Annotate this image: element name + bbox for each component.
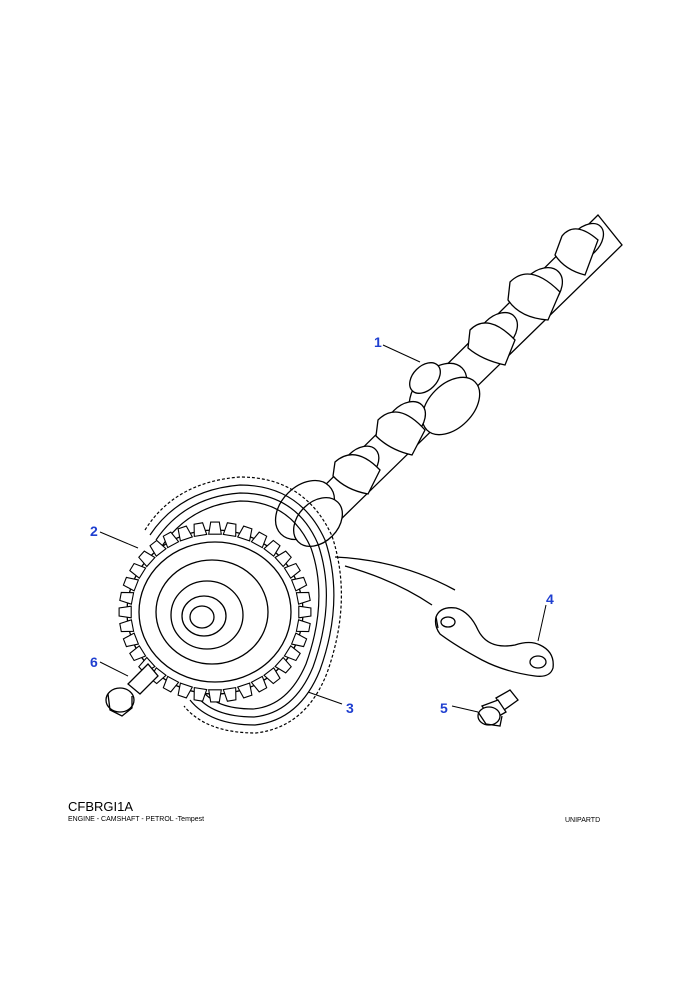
callouts: 1 2 3 4 5 6 <box>90 334 554 716</box>
sprocket-tooth <box>274 656 292 674</box>
leader-line-6 <box>99 661 129 677</box>
sprocket-tooth <box>129 562 147 580</box>
sprocket-tooth <box>236 682 253 699</box>
callout-6[interactable]: 6 <box>90 654 98 670</box>
sprocket-tooth <box>138 550 156 568</box>
sprocket-tooth <box>119 591 135 605</box>
callout-4[interactable]: 4 <box>546 591 554 607</box>
sprocket-tooth <box>263 666 281 685</box>
callout-2[interactable]: 2 <box>90 523 98 539</box>
sprocket-tooth <box>283 562 301 580</box>
leader-line-2 <box>99 531 139 549</box>
camshaft-bracket <box>434 607 554 677</box>
sprocket-tooth <box>177 682 194 699</box>
camshaft-sprocket <box>118 521 312 703</box>
bolt-5 <box>477 689 519 727</box>
sprocket-tooth <box>295 619 311 633</box>
sprocket-tooth <box>263 539 281 558</box>
leader-line-4 <box>537 604 547 642</box>
sprocket-tooth <box>222 686 237 702</box>
sprocket-tooth <box>222 522 237 538</box>
timing-chain <box>144 476 342 734</box>
leader-line-5 <box>451 705 479 713</box>
callout-3[interactable]: 3 <box>346 700 354 716</box>
sprocket-tooth <box>193 686 208 702</box>
sprocket-tooth <box>283 644 301 662</box>
sprocket-tooth <box>162 531 180 549</box>
diagram-code: CFBRGI1A <box>68 799 134 814</box>
sprocket-tooth <box>162 675 180 693</box>
sprocket-tooth <box>298 605 312 619</box>
sprocket-tooth <box>193 522 208 538</box>
sprocket-tooth <box>118 605 132 619</box>
sprocket-tooth <box>295 591 311 605</box>
sprocket-tooth <box>122 632 140 648</box>
bolt-6 <box>105 663 159 717</box>
leader-line-1 <box>382 344 421 363</box>
sprocket-tooth <box>250 531 268 549</box>
sprocket-tooth <box>290 632 308 648</box>
sprocket-tooth <box>250 675 268 693</box>
sprocket-tooth <box>274 550 292 568</box>
sprocket-tooth <box>177 525 194 542</box>
sprocket-tooth <box>290 576 308 592</box>
sprocket-tooth <box>149 539 167 558</box>
sprocket-tooth <box>208 521 222 535</box>
assembly-indicator-lines <box>334 556 456 606</box>
diagram-source: UNIPARTD <box>565 817 601 824</box>
leader-lines <box>99 344 547 713</box>
sprocket-tooth <box>236 525 253 542</box>
camshaft <box>274 214 623 547</box>
leader-line-3 <box>307 691 343 705</box>
callout-1[interactable]: 1 <box>374 334 382 350</box>
sprocket-tooth <box>122 576 140 592</box>
callout-5[interactable]: 5 <box>440 700 448 716</box>
diagram-title: ENGINE - CAMSHAFT - PETROL -Tempest <box>68 816 205 823</box>
sprocket-tooth <box>119 619 135 633</box>
sprocket-tooth <box>129 644 147 662</box>
sprocket-tooth <box>208 689 222 703</box>
